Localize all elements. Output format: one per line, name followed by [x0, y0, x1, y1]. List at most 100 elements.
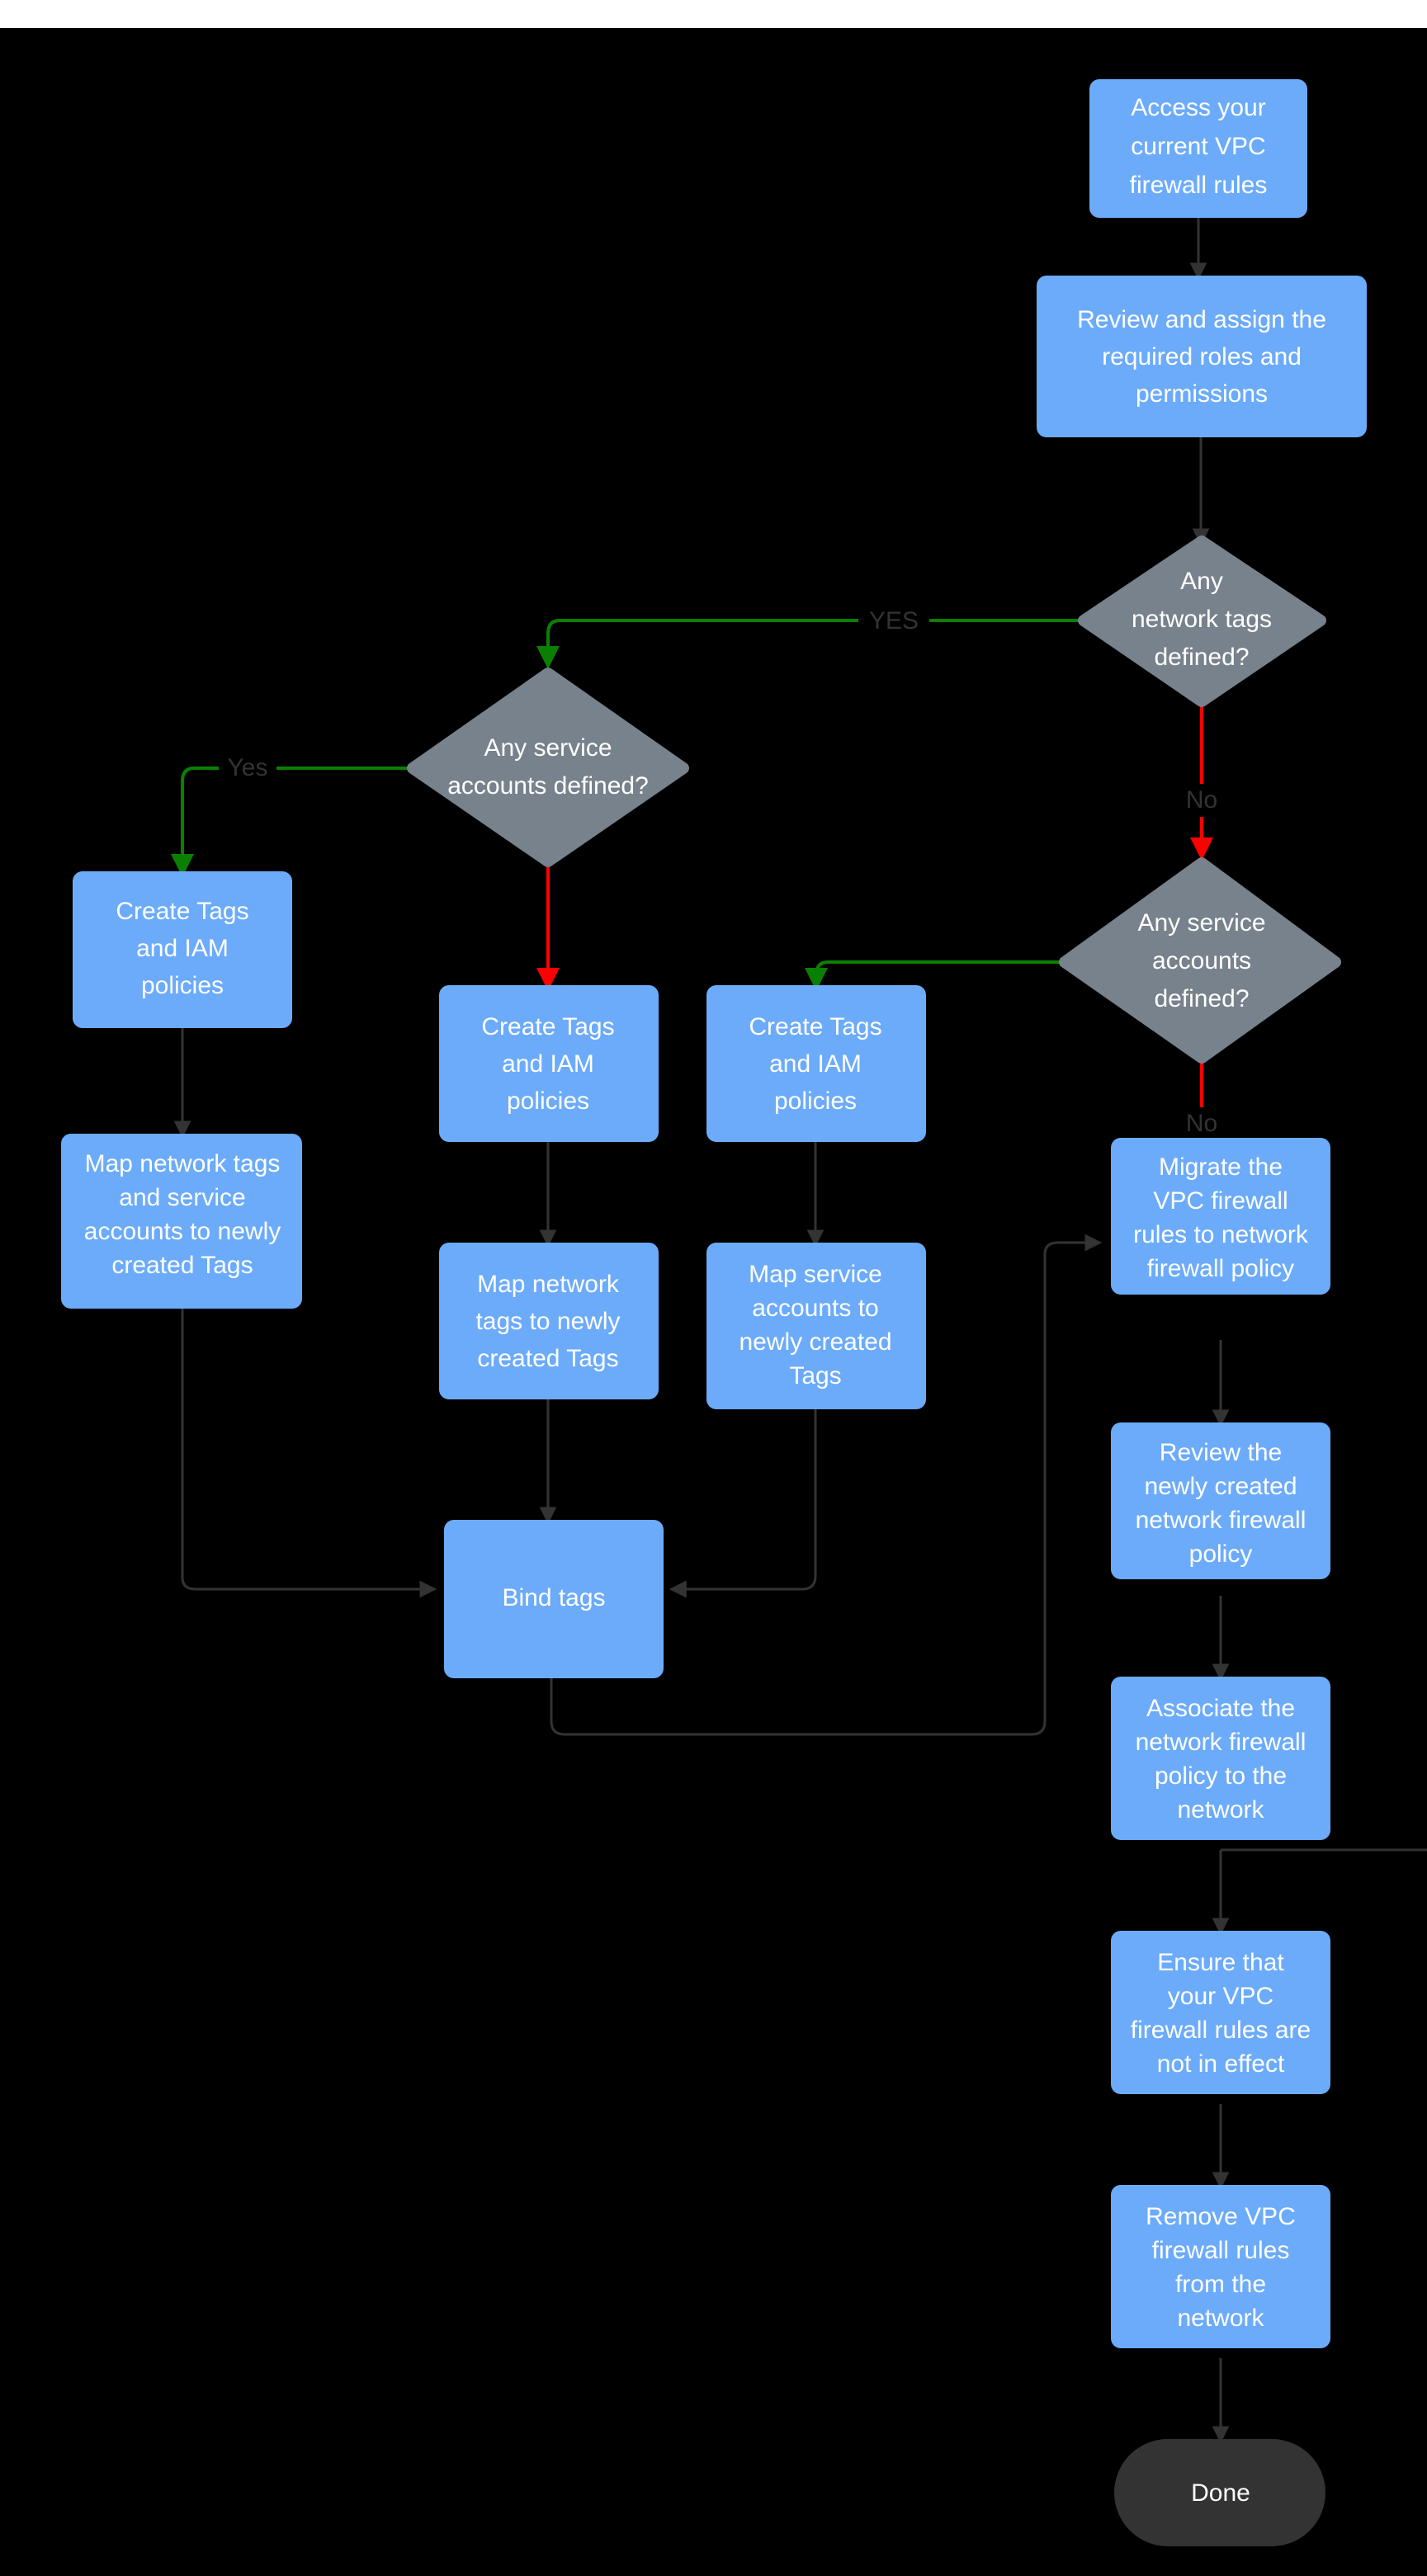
edge-label-service-right-no: No [1172, 1107, 1221, 1140]
svg-text:policy: policy [1189, 1540, 1253, 1568]
svg-text:firewall rules: firewall rules [1130, 172, 1268, 199]
edge-mapboth-to-bindtags [181, 1309, 437, 1598]
node-decision-service-left[interactable]: Any service accounts defined? [407, 668, 689, 867]
ensure-not-effect-shape[interactable] [1111, 1931, 1330, 2094]
svg-text:Any service: Any service [1137, 909, 1265, 937]
node-create-tags-2[interactable]: Create Tags and IAM policies [439, 985, 659, 1142]
flowchart-diagram: YES No Yes No Access your current VPC fi… [0, 28, 1427, 2576]
node-map-network[interactable]: Map network tags to newly created Tags [439, 1243, 659, 1399]
svg-text:Access your: Access your [1131, 94, 1265, 121]
edge-associate-to-ensure [1221, 1848, 1427, 1931]
svg-text:network firewall: network firewall [1136, 1507, 1307, 1534]
decision-network-tags-shape[interactable] [1078, 535, 1326, 707]
svg-text:policies: policies [507, 1087, 589, 1115]
svg-text:policy to the: policy to the [1155, 1762, 1287, 1790]
edge-mapservice-to-bindtags [669, 1409, 817, 1598]
svg-text:tags to newly: tags to newly [475, 1308, 620, 1335]
svg-text:and service: and service [119, 1184, 245, 1211]
svg-text:Map network: Map network [477, 1271, 620, 1298]
bind-tags-shape[interactable] [444, 1520, 664, 1678]
svg-text:defined?: defined? [1154, 985, 1249, 1012]
svg-text:No: No [1186, 786, 1217, 814]
svg-text:Review and assign the: Review and assign the [1077, 306, 1326, 333]
node-access-rules[interactable]: Access your current VPC firewall rules [1089, 79, 1307, 218]
svg-text:created Tags: created Tags [477, 1345, 618, 1372]
map-service-shape[interactable] [706, 1243, 926, 1409]
svg-text:current VPC: current VPC [1131, 133, 1265, 160]
decision-service-left-shape[interactable] [407, 668, 689, 867]
node-map-service[interactable]: Map service accounts to newly created Ta… [706, 1243, 926, 1409]
node-create-tags-3[interactable]: Create Tags and IAM policies [706, 985, 926, 1142]
svg-text:Remove VPC: Remove VPC [1146, 2203, 1296, 2230]
svg-text:Create Tags: Create Tags [481, 1013, 614, 1040]
node-associate-policy[interactable]: Associate the network firewall policy to… [1111, 1677, 1330, 1840]
svg-text:Map service: Map service [749, 1261, 882, 1288]
associate-policy-shape[interactable] [1111, 1677, 1330, 1840]
edge-label-service-left-yes: Yes [219, 752, 276, 785]
svg-text:policies: policies [774, 1087, 857, 1115]
svg-text:Done: Done [1191, 2479, 1250, 2507]
edge-bindtags-to-migrate [550, 1234, 1103, 1736]
svg-text:VPC firewall: VPC firewall [1153, 1187, 1288, 1215]
svg-text:network: network [1177, 1796, 1264, 1823]
migrate-rules-shape[interactable] [1111, 1138, 1330, 1295]
decision-service-right-shape[interactable] [1059, 857, 1341, 1064]
node-review-roles[interactable]: Review and assign the required roles and… [1037, 276, 1367, 437]
node-decision-service-right[interactable]: Any service accounts defined? [1059, 857, 1341, 1064]
map-both-shape[interactable] [61, 1134, 302, 1309]
svg-text:network tags: network tags [1132, 606, 1272, 633]
svg-text:rules to network: rules to network [1133, 1221, 1309, 1248]
edge-service-right-yes [805, 960, 1065, 991]
svg-text:newly created: newly created [739, 1328, 891, 1356]
node-create-tags-1[interactable]: Create Tags and IAM policies [73, 871, 292, 1028]
svg-text:firewall policy: firewall policy [1147, 1255, 1294, 1282]
svg-text:permissions: permissions [1136, 380, 1268, 408]
edge-label-network-tags-yes: YES [858, 604, 929, 637]
svg-text:and IAM: and IAM [136, 935, 229, 962]
svg-text:Ensure that: Ensure that [1157, 1949, 1284, 1976]
create-tags-3-shape[interactable] [706, 985, 926, 1142]
svg-text:Bind tags: Bind tags [502, 1584, 605, 1611]
review-roles-shape[interactable] [1037, 276, 1367, 437]
svg-text:and IAM: and IAM [769, 1050, 862, 1078]
svg-text:Any service: Any service [484, 734, 612, 762]
svg-text:your VPC: your VPC [1168, 1983, 1273, 2010]
svg-text:firewall rules are: firewall rules are [1131, 2017, 1311, 2044]
svg-text:Review the: Review the [1160, 1439, 1282, 1466]
node-decision-network-tags[interactable]: Any network tags defined? [1078, 535, 1326, 707]
svg-text:No: No [1186, 1110, 1217, 1137]
svg-text:and IAM: and IAM [502, 1050, 594, 1078]
map-network-shape[interactable] [439, 1243, 659, 1399]
node-done[interactable]: Done [1114, 2439, 1325, 2546]
create-tags-2-shape[interactable] [439, 985, 659, 1142]
node-remove-rules[interactable]: Remove VPC firewall rules from the netwo… [1111, 2185, 1330, 2348]
svg-text:Migrate the: Migrate the [1159, 1154, 1283, 1181]
svg-text:not in effect: not in effect [1157, 2050, 1285, 2078]
review-policy-shape[interactable] [1111, 1422, 1330, 1579]
svg-text:network: network [1177, 2305, 1264, 2332]
svg-text:required roles and: required roles and [1102, 343, 1302, 370]
node-ensure-not-effect[interactable]: Ensure that your VPC firewall rules are … [1111, 1931, 1330, 2094]
remove-rules-shape[interactable] [1111, 2185, 1330, 2348]
svg-text:YES: YES [869, 607, 919, 635]
edge-network-tags-yes [536, 619, 1084, 669]
svg-text:Associate the: Associate the [1146, 1695, 1295, 1722]
node-review-policy[interactable]: Review the newly created network firewal… [1111, 1422, 1330, 1579]
node-migrate-rules[interactable]: Migrate the VPC firewall rules to networ… [1111, 1138, 1330, 1295]
svg-text:accounts: accounts [1152, 947, 1251, 974]
edge-label-network-tags-no: No [1172, 784, 1221, 817]
node-bind-tags[interactable]: Bind tags [444, 1520, 664, 1678]
create-tags-1-shape[interactable] [73, 871, 292, 1028]
svg-text:newly created: newly created [1144, 1473, 1297, 1500]
svg-text:defined?: defined? [1154, 644, 1249, 671]
done-shape[interactable] [1114, 2439, 1325, 2546]
svg-text:Create Tags: Create Tags [116, 898, 248, 925]
svg-text:accounts to: accounts to [752, 1295, 878, 1322]
node-map-both[interactable]: Map network tags and service accounts to… [61, 1134, 302, 1309]
svg-text:from the: from the [1175, 2271, 1266, 2298]
svg-text:accounts to newly: accounts to newly [84, 1218, 281, 1245]
svg-text:network firewall: network firewall [1136, 1729, 1307, 1756]
svg-text:Map network tags: Map network tags [85, 1150, 281, 1177]
access-rules-shape[interactable] [1089, 79, 1307, 218]
